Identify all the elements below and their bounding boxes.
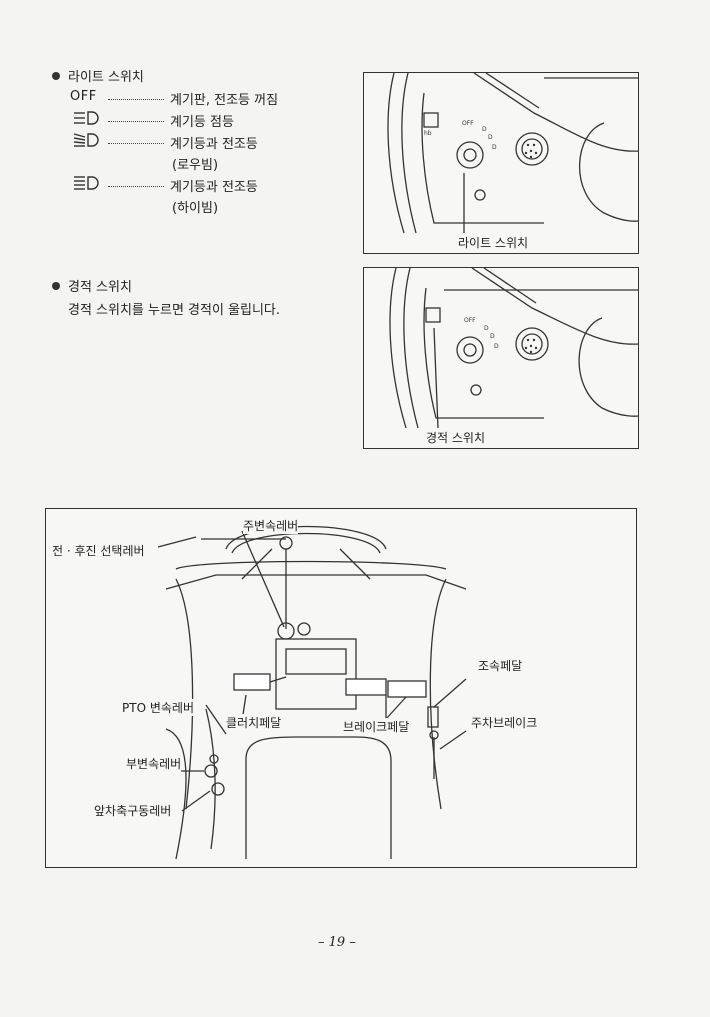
mode-low-desc: 계기등과 전조등	[170, 137, 258, 152]
light-switch-figure: OFF hb D D D 라이트 스위치	[363, 72, 639, 254]
svg-text:D: D	[488, 134, 493, 141]
svg-text:D: D	[494, 343, 499, 350]
dashboard-illustration: OFF hb D D D	[387, 73, 638, 234]
horn-switch-desc: 경적 스위치를 누르면 경적이 울립니다.	[68, 303, 281, 318]
light-switch-callout: 라이트 스위치	[458, 234, 529, 251]
svg-text:D: D	[484, 325, 489, 332]
mode-high-desc2: (하이빔)	[172, 201, 219, 216]
position-lamp-icon	[74, 111, 99, 125]
svg-text:OFF: OFF	[464, 317, 476, 324]
mode-off-label: OFF	[70, 89, 97, 104]
throttle-pedal-label: 조속페달	[478, 657, 523, 674]
mode-position-desc: 계기등 점등	[170, 115, 234, 130]
leader-dots	[108, 186, 164, 187]
horn-switch-callout: 경적 스위치	[426, 429, 486, 446]
horn-switch-figure: OFF D D D 경적 스위치	[363, 267, 639, 449]
front-axle-lever-label: 앞차축구동레버	[94, 802, 172, 819]
svg-text:D: D	[492, 144, 497, 151]
bullet-horn-switch	[52, 282, 60, 290]
bullet-light-switch	[52, 72, 60, 80]
mode-off-desc: 계기판, 전조등 꺼짐	[170, 93, 279, 108]
leader-dots	[108, 143, 164, 144]
dashboard-illustration: OFF D D D	[389, 268, 638, 429]
leader-dots	[108, 99, 164, 100]
mode-low-desc2: (로우빔)	[172, 158, 219, 173]
svg-text:D: D	[482, 126, 487, 133]
controls-figure: 주변속레버 전 · 후진 선택레버 조속페달 PTO 변속레버 클러치페달 브레…	[45, 508, 637, 868]
fwd-rev-lever-label: 전 · 후진 선택레버	[52, 542, 145, 559]
light-switch-title: 라이트 스위치	[68, 70, 144, 85]
svg-text:OFF: OFF	[462, 120, 474, 127]
parking-brake-label: 주차브레이크	[471, 714, 538, 731]
svg-text:D: D	[490, 333, 495, 340]
leader-dots	[108, 121, 164, 122]
sub-shift-lever-label: 부변속레버	[126, 755, 182, 772]
tractor-controls-illustration	[157, 525, 467, 860]
clutch-pedal-label: 클러치페달	[226, 714, 282, 731]
high-beam-icon	[74, 176, 99, 190]
horn-switch-title: 경적 스위치	[68, 280, 132, 295]
main-shift-lever-label: 주변속레버	[243, 517, 299, 534]
mode-high-desc: 계기등과 전조등	[170, 180, 258, 195]
brake-pedal-label: 브레이크페달	[343, 718, 410, 735]
low-beam-icon	[73, 133, 99, 147]
svg-text:hb: hb	[424, 130, 432, 137]
page-number: – 19 –	[318, 935, 356, 950]
pto-lever-label: PTO 변속레버	[122, 699, 194, 716]
